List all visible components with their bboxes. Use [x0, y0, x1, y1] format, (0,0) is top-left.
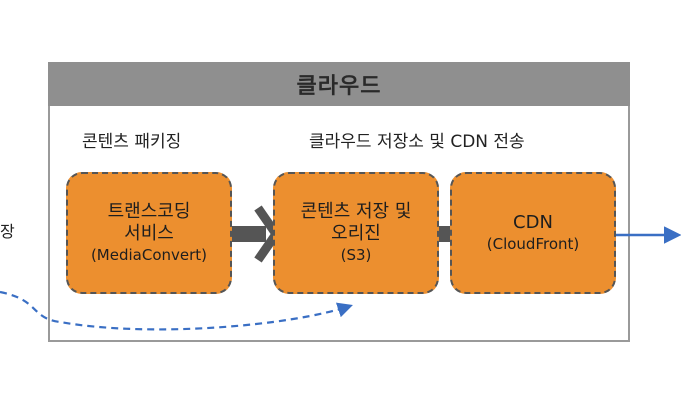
- thick-connector-storage-to-cdn: [438, 226, 452, 242]
- thick-arrow-transcode-to-storage: [232, 205, 282, 263]
- node-cdn-sub: (CloudFront): [486, 235, 580, 253]
- node-transcoding-line2: 서비스: [124, 223, 174, 244]
- blue-dashed-arrow-to-storage: [0, 290, 353, 331]
- node-cdn-line1: CDN: [513, 212, 553, 233]
- node-storage-line2: 오리진: [331, 223, 381, 244]
- node-transcoding-line1: 트랜스코딩: [107, 201, 191, 222]
- cloud-header: 클라우드: [48, 62, 630, 106]
- offscreen-label-fragment: 장: [0, 222, 15, 241]
- node-storage-sub: (S3): [340, 246, 372, 264]
- section-label-packaging: 콘텐츠 패키징: [82, 132, 182, 152]
- node-cdn: CDN (CloudFront): [450, 172, 616, 294]
- node-transcoding-service: 트랜스코딩 서비스 (MediaConvert): [66, 172, 232, 294]
- cloud-title: 클라우드: [296, 74, 382, 99]
- section-label-storage-cdn: 클라우드 저장소 및 CDN 전송: [309, 132, 525, 152]
- node-transcoding-sub: (MediaConvert): [90, 246, 208, 264]
- node-storage-origin: 콘텐츠 저장 및 오리진 (S3): [273, 172, 439, 294]
- node-storage-line1: 콘텐츠 저장 및: [300, 201, 412, 222]
